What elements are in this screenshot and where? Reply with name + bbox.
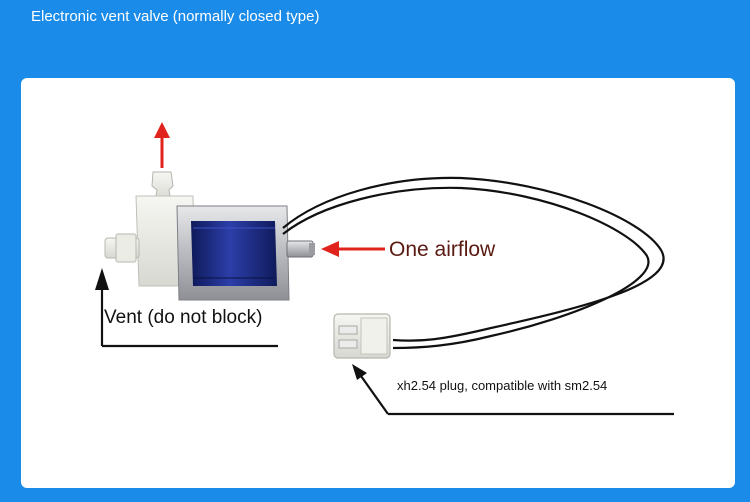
header-title: Electronic vent valve (normally closed t… bbox=[31, 8, 320, 25]
outlet-arrow-icon bbox=[154, 122, 170, 168]
plug-label: xh2.54 plug, compatible with sm2.54 bbox=[397, 378, 608, 393]
vent-label: Vent (do not block) bbox=[104, 307, 263, 328]
vent-pointer bbox=[95, 268, 278, 348]
xh-connector bbox=[333, 313, 391, 359]
airflow-label: One airflow bbox=[389, 238, 496, 261]
product-card: One airflow Vent (do not block) xh2.54 p… bbox=[21, 78, 735, 488]
plug-pointer bbox=[352, 364, 674, 416]
solenoid-valve bbox=[104, 171, 315, 301]
inlet-arrow-icon bbox=[321, 241, 385, 257]
product-illustration bbox=[95, 122, 674, 416]
lead-wires bbox=[282, 176, 665, 350]
